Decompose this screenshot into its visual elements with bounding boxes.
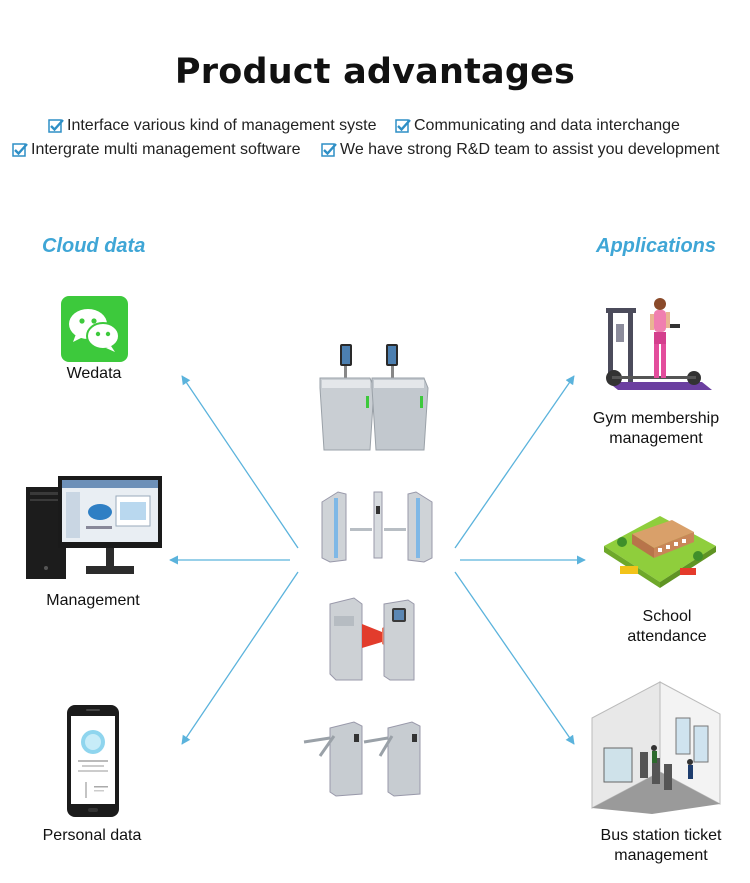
desktop-computer-icon [26, 476, 162, 579]
feature-text: Interface various kind of management sys… [67, 117, 377, 134]
arrow-to-gym [454, 375, 575, 549]
page-title: Product advantages [174, 52, 576, 92]
bus-station-caption-line1: Bus station ticket [600, 827, 722, 844]
checkbox-checked-icon [321, 143, 337, 157]
cloud-data-label: Cloud data [42, 235, 146, 257]
gym-icon [606, 298, 712, 390]
arrow-to-wedata [181, 375, 299, 549]
checkbox-checked-icon [12, 143, 28, 157]
feature-text: Communicating and data interchange [414, 117, 680, 134]
applications-label: Applications [596, 235, 717, 257]
wechat-icon [61, 296, 128, 362]
school-caption-line2: attendance [627, 628, 707, 645]
checkbox-checked-icon [395, 119, 411, 133]
tripod-turnstile-icon [303, 721, 421, 797]
checkbox-checked-icon [48, 119, 64, 133]
school-caption-line1: School [642, 608, 692, 625]
arrow-to-bus-station [454, 571, 575, 745]
arrow-to-personal-data [181, 571, 299, 745]
feature-item: Intergrate multi management software [12, 141, 300, 159]
gym-caption-line1: Gym membership [592, 410, 720, 427]
bus-station-icon [591, 681, 721, 814]
gym-caption-line2: management [609, 430, 703, 447]
smartphone-icon [67, 705, 119, 817]
feature-text: We have strong R&D team to assist you de… [340, 141, 720, 158]
bus-station-caption-line2: management [614, 847, 708, 864]
speed-gate-icon [321, 491, 433, 563]
personal-data-caption: Personal data [42, 827, 142, 844]
feature-item: Communicating and data interchange [395, 117, 680, 135]
bus-station-caption: Bus station ticket management [586, 826, 736, 866]
wedata-caption: Wedata [66, 365, 122, 382]
feature-item: Interface various kind of management sys… [48, 117, 377, 135]
school-caption: School attendance [612, 607, 722, 647]
feature-item: We have strong R&D team to assist you de… [321, 141, 719, 159]
face-recognition-gate-icon [319, 344, 429, 451]
gym-caption: Gym membership management [576, 409, 736, 449]
flap-barrier-gate-icon [329, 597, 415, 681]
management-caption: Management [46, 592, 140, 609]
feature-text: Intergrate multi management software [31, 141, 301, 158]
school-icon [604, 516, 716, 588]
